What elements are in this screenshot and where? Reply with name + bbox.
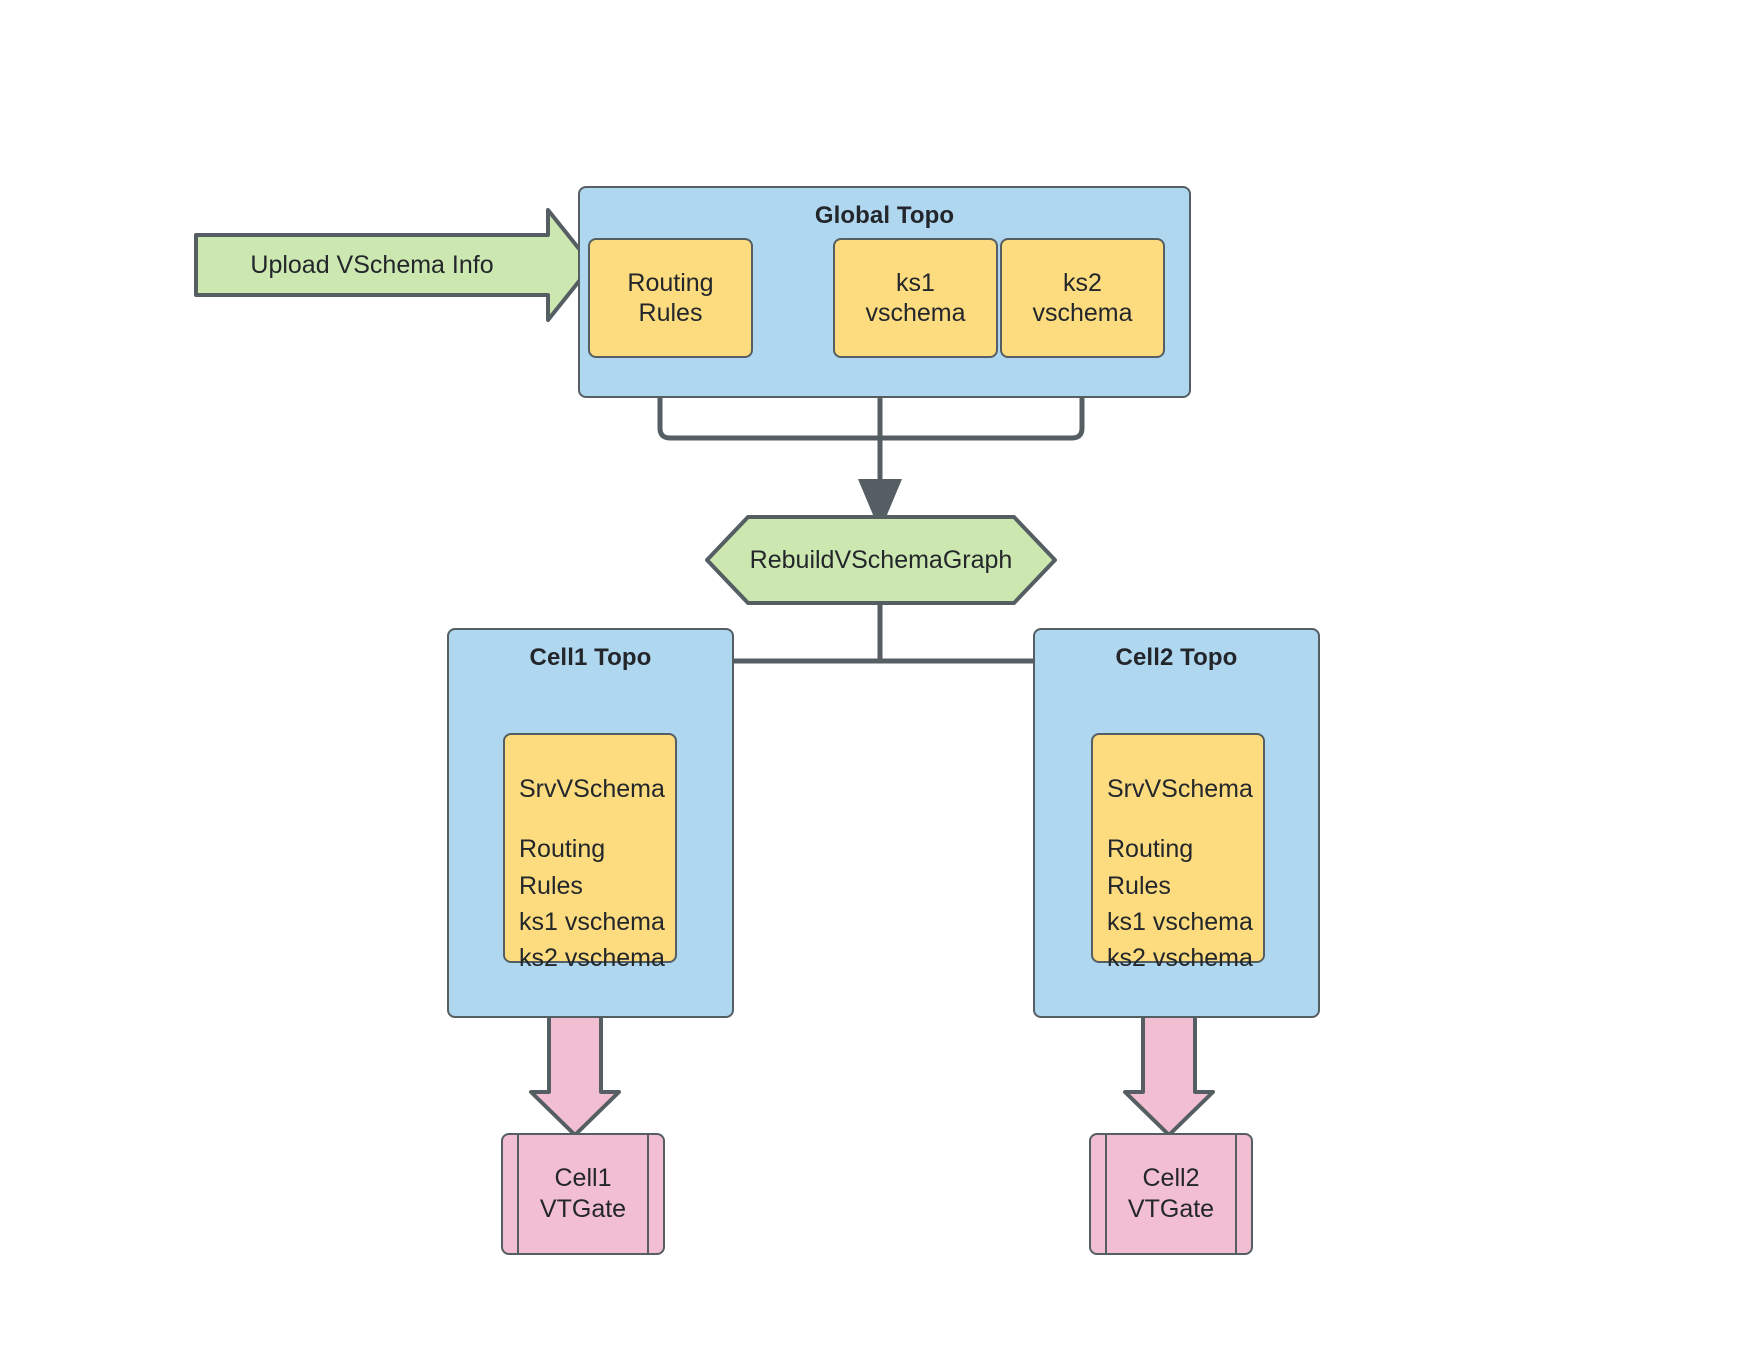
rebuild-vschema-graph-shape — [705, 515, 1057, 605]
ks1-vschema-line1: ks1 — [896, 268, 935, 297]
cell2-srv-line-0: Routing Rules — [1107, 835, 1194, 900]
cell1-vtgate-line2: VTGate — [539, 1195, 627, 1223]
cell1-srv-line-1: ks1 vschema — [519, 907, 665, 936]
cell2-topo-label: Cell2 Topo — [1115, 644, 1238, 671]
cell1-srv-line-0: Routing Rules — [519, 835, 606, 900]
upload-vschema-arrow-shape — [194, 208, 594, 322]
cell2-srv-line-2: ks2 vschema — [1107, 944, 1253, 972]
ks1-vschema-line2: vschema — [865, 299, 966, 327]
upload-vschema-info-label-wrap[interactable]: Upload VSchema Info — [200, 235, 544, 295]
cell1-srv-line-2: ks2 vschema — [519, 944, 665, 972]
routing-rules-line1: Routing — [627, 268, 714, 297]
upload-vschema-info-label: Upload VSchema Info — [250, 250, 494, 279]
cell2-srvvschema-heading: SrvVSchema — [1107, 775, 1253, 803]
cell2-srvvschema-box[interactable]: SrvVSchema Routing Rules ks1 vschema ks2… — [1091, 733, 1265, 972]
routing-rules-line2: Rules — [638, 299, 703, 327]
rebuild-vschema-graph-label: RebuildVSchemaGraph — [749, 545, 1013, 574]
cell2-vtgate-line1: Cell2 — [1142, 1163, 1200, 1192]
ks2-vschema-box[interactable]: ks2 vschema — [1000, 238, 1165, 358]
cell1-srvvschema-box[interactable]: SrvVSchema Routing Rules ks1 vschema ks2… — [503, 733, 677, 972]
cell1-vtgate-box[interactable]: Cell1 VTGate — [501, 1133, 665, 1255]
cell2-vtgate-box[interactable]: Cell2 VTGate — [1089, 1133, 1253, 1255]
ks2-vschema-line1: ks2 — [1063, 268, 1102, 297]
cell1-srvvschema-heading: SrvVSchema — [519, 775, 665, 803]
global-topo-label: Global Topo — [814, 202, 955, 229]
routing-rules-box[interactable]: Routing Rules — [588, 238, 753, 358]
ks1-vschema-box[interactable]: ks1 vschema — [833, 238, 998, 358]
cell2-vtgate-line2: VTGate — [1127, 1195, 1215, 1223]
ks2-vschema-line2: vschema — [1032, 299, 1133, 327]
cell2-srv-line-1: ks1 vschema — [1107, 907, 1253, 936]
cell1-vtgate-line1: Cell1 — [554, 1163, 612, 1192]
rebuild-vschema-graph-label-wrap[interactable]: RebuildVSchemaGraph — [707, 517, 1055, 603]
cell1-topo-label: Cell1 Topo — [529, 644, 652, 671]
